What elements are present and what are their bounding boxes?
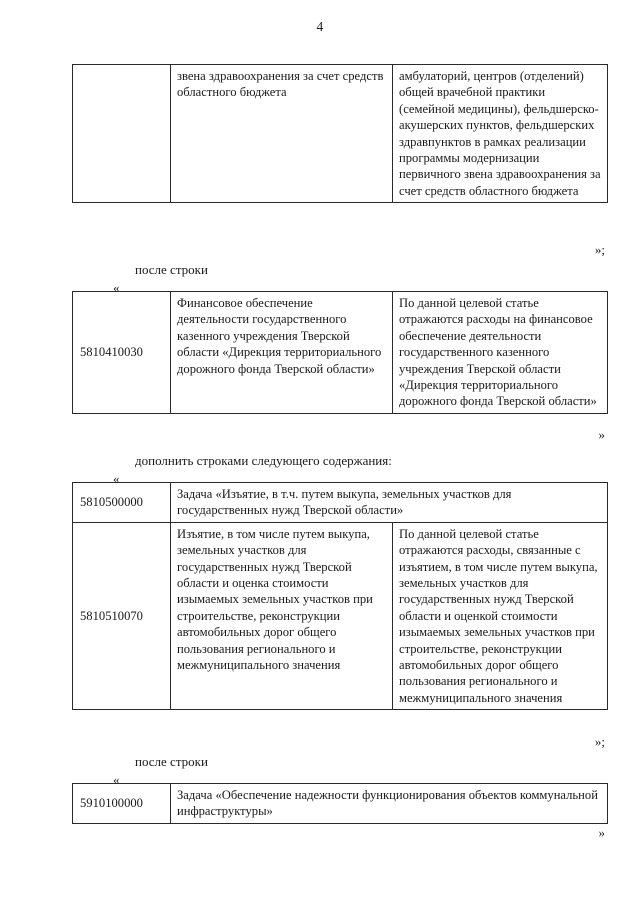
table-cell-name: Изъятие, в том числе путем выкупа, земел… xyxy=(170,521,393,711)
table-cell-name: Финансовое обеспечение деятельности госу… xyxy=(170,291,393,414)
table-cell-task-title: Задача «Обеспечение надежности функциони… xyxy=(170,783,608,824)
budget-table-new-lines: 5810500000 Задача «Изъятие, в т.ч. путем… xyxy=(72,482,608,711)
budget-table-continued: звена здравоохранения за счет средств об… xyxy=(72,63,608,204)
closing-quote-mark-4: » xyxy=(598,825,606,840)
table-cell-description: По данной целевой статье отражаются расх… xyxy=(392,291,608,414)
closing-quote-mark-2: » xyxy=(598,427,606,442)
table-cell-code: 5810500000 xyxy=(72,482,171,523)
opening-quote-mark-3: « xyxy=(113,471,120,486)
table-cell-description: По данной целевой статье отражаются расх… xyxy=(392,521,608,711)
table-cell-code: 5810410030 xyxy=(72,291,171,414)
table-cell-task-title: Задача «Изъятие, в т.ч. путем выкупа, зе… xyxy=(170,482,608,523)
opening-quote-mark-2: « xyxy=(113,280,120,295)
paragraph-after-line-2: после строки xyxy=(135,754,208,769)
table-row: 5810510070 Изъятие, в том числе путем вы… xyxy=(72,521,608,711)
closing-quote-mark-1: »; xyxy=(594,242,605,257)
table-cell-code xyxy=(72,63,171,204)
budget-table-final-line: 5910100000 Задача «Обеспечение надежност… xyxy=(72,783,608,824)
table-cell-code: 5810510070 xyxy=(72,521,171,711)
table-cell-code: 5910100000 xyxy=(72,783,171,824)
paragraph-add-lines: дополнить строками следующего содержания… xyxy=(135,453,392,468)
closing-quote-mark-3: »; xyxy=(594,734,605,749)
budget-table-existing-line: 5810410030 Финансовое обеспечение деятел… xyxy=(72,291,608,414)
table-cell-description: амбулаторий, центров (отделений) общей в… xyxy=(392,63,608,204)
page-number: 4 xyxy=(316,19,324,34)
opening-quote-mark-4: « xyxy=(113,772,120,787)
table-row: 5810410030 Финансовое обеспечение деятел… xyxy=(72,291,608,414)
paragraph-after-line-1: после строки xyxy=(135,262,208,277)
table-row: звена здравоохранения за счет средств об… xyxy=(72,63,608,204)
table-row: 5910100000 Задача «Обеспечение надежност… xyxy=(72,783,608,824)
table-row: 5810500000 Задача «Изъятие, в т.ч. путем… xyxy=(72,482,608,523)
table-cell-name: звена здравоохранения за счет средств об… xyxy=(170,63,393,204)
